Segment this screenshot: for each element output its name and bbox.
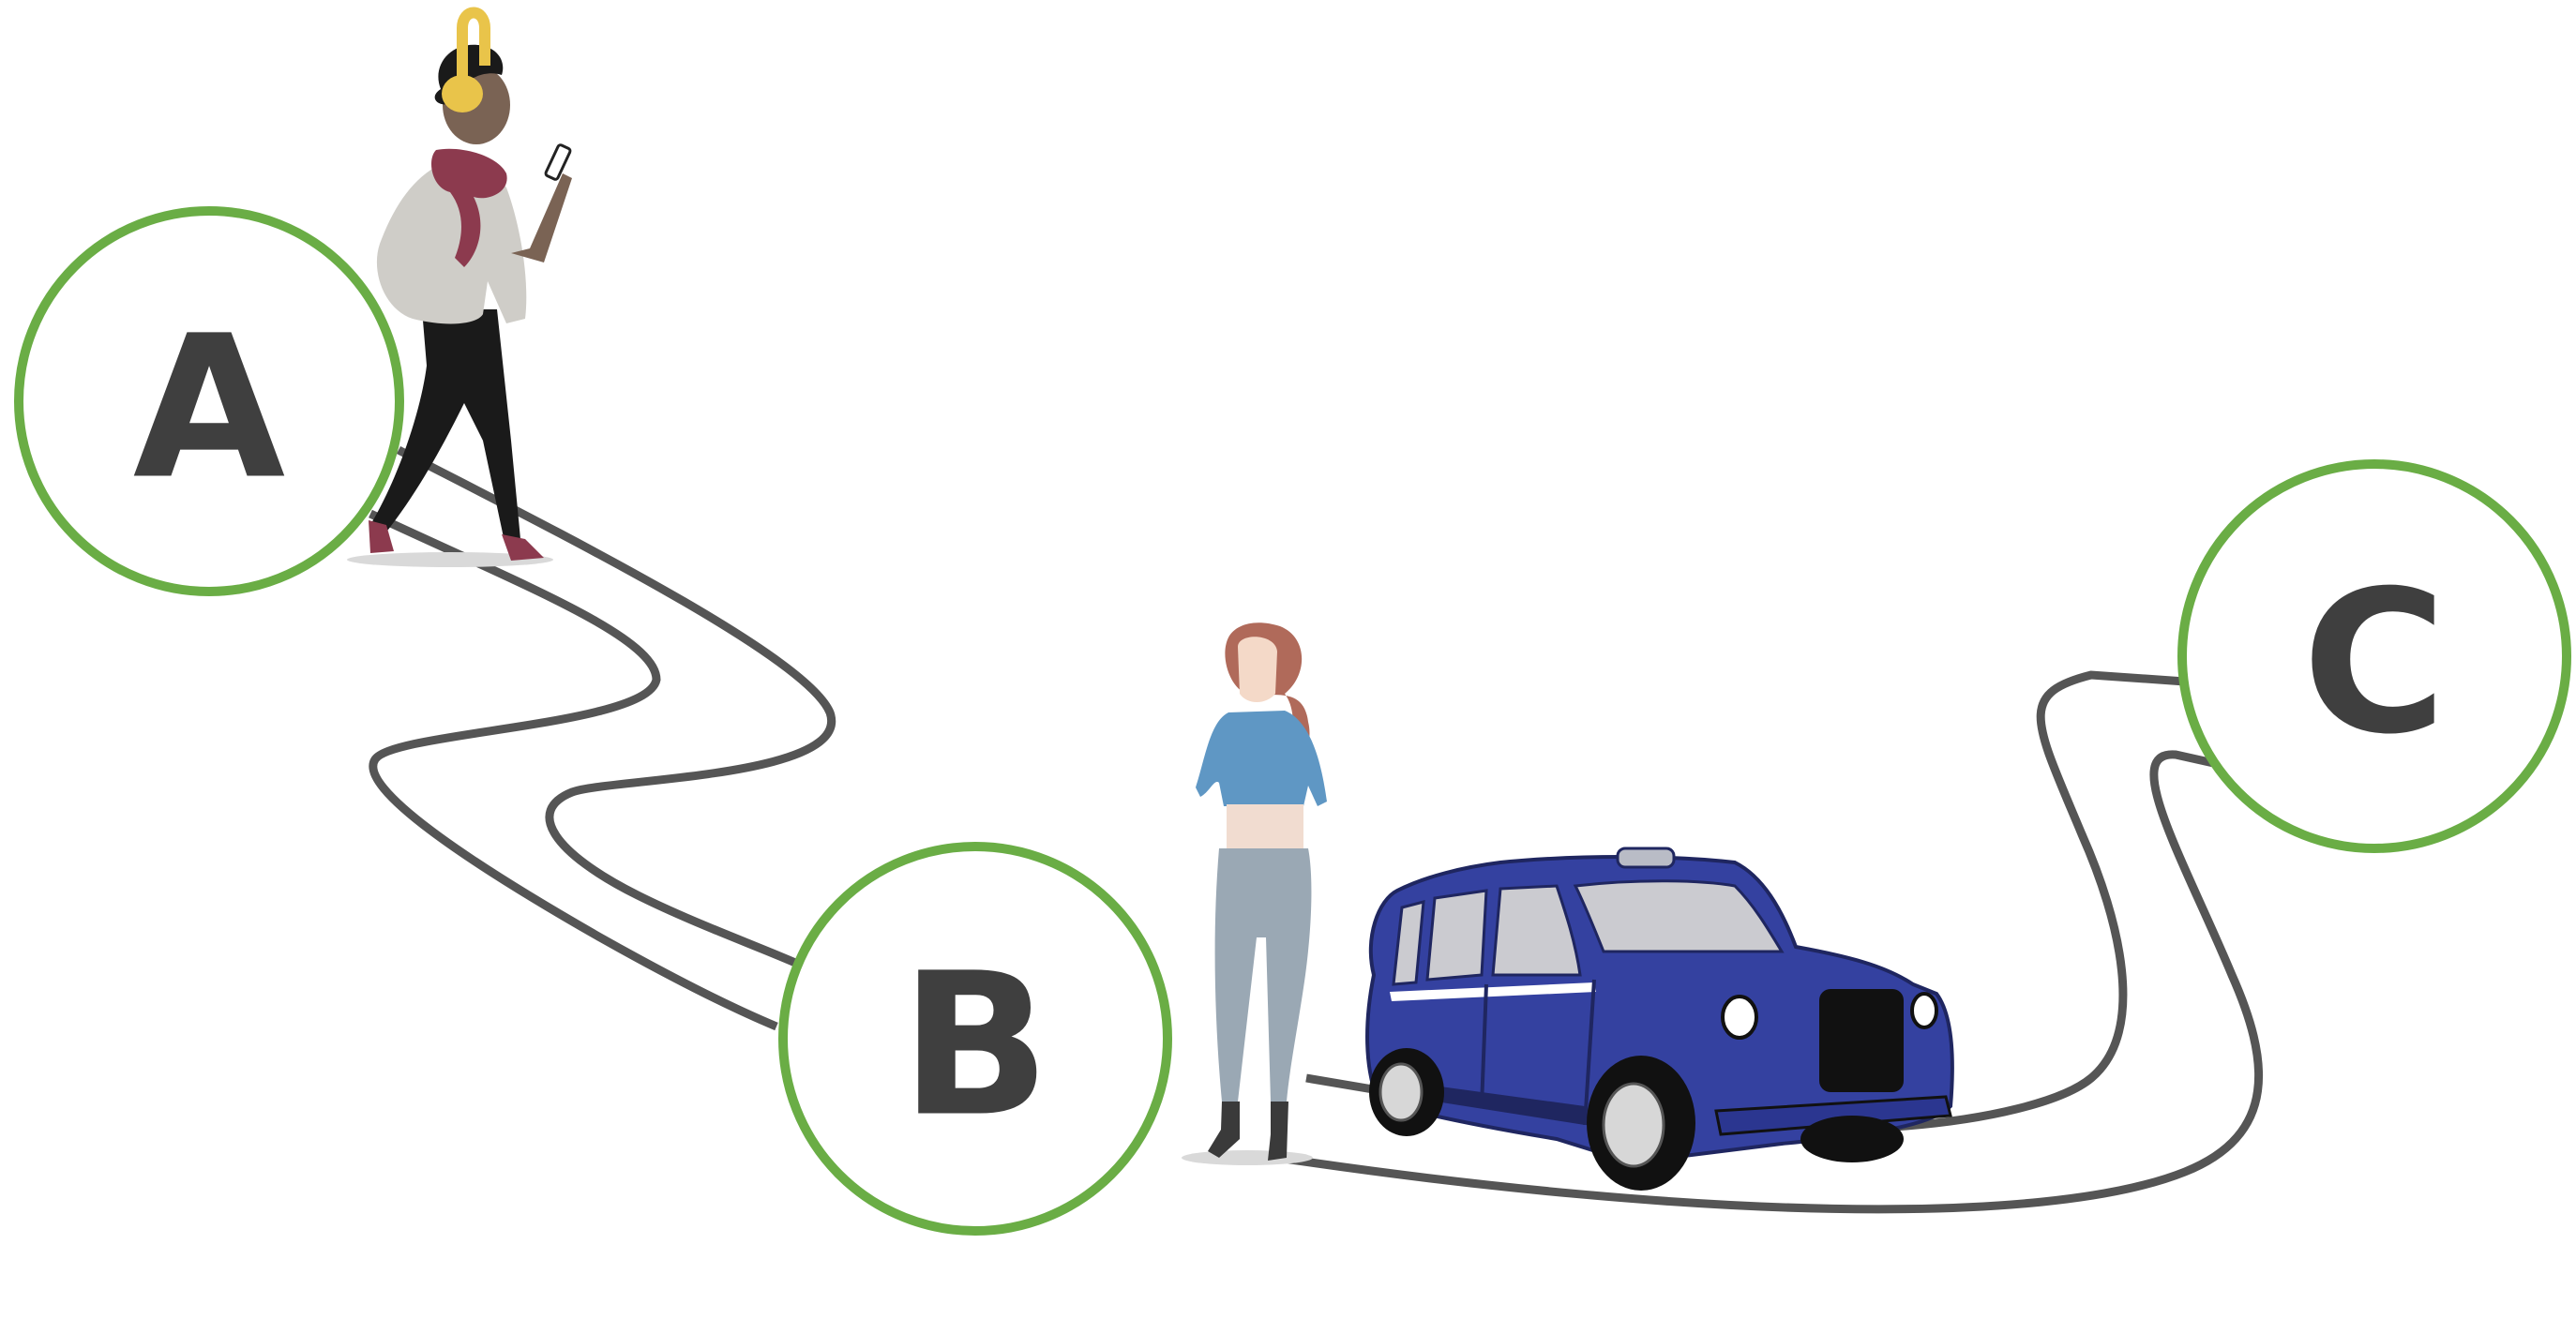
taxi-roof-sign [1616, 847, 1676, 869]
midriff [1227, 804, 1303, 849]
node-a: A [14, 206, 404, 596]
taxi-headlight-left [1721, 995, 1758, 1040]
taxi-windshield [1573, 879, 1785, 953]
path-a-to-b-lower [369, 509, 778, 1031]
taxi-stripe [1390, 982, 1596, 1001]
path-b-to-c-inner [1305, 670, 2186, 1132]
legs [370, 309, 520, 542]
coat [376, 162, 527, 324]
node-c-label: C [2302, 548, 2447, 778]
shoe-back [369, 520, 394, 553]
node-a-label: A [133, 293, 286, 523]
standing-woman-illustration [1182, 622, 1327, 1165]
face [1238, 637, 1277, 702]
headphone-cup [442, 75, 483, 112]
taxi-rear-wheel [1369, 1048, 1444, 1136]
shadow [347, 552, 553, 567]
arm [511, 173, 572, 262]
taxi-front-wheel [1587, 1056, 1695, 1191]
scarf [431, 148, 507, 267]
trousers [1214, 848, 1312, 1102]
taxi-rear-side-window [1425, 889, 1488, 982]
node-b-ring [778, 842, 1172, 1236]
shadow [1182, 1150, 1313, 1165]
path-b-to-c-outer [1277, 750, 2264, 1214]
node-b-label: B [900, 931, 1050, 1161]
walking-woman-illustration [347, 7, 572, 567]
node-c: C [2177, 459, 2571, 853]
sweater [1196, 711, 1327, 806]
taxi-grille [1819, 989, 1904, 1092]
boots [1208, 1102, 1288, 1161]
taxi-bumper [1714, 1095, 1952, 1136]
headphones-icon [457, 7, 490, 84]
taxi-door-lines [1480, 979, 1596, 1126]
phone-icon [544, 143, 572, 181]
taxi-headlight-right [1910, 992, 1938, 1029]
taxi-front-side-window [1491, 884, 1582, 977]
node-b: B [778, 842, 1172, 1236]
taxi-illustration [1365, 847, 1954, 1191]
taxi-far-wheel [1800, 1116, 1904, 1162]
path-a-to-b-upper [396, 445, 836, 970]
node-a-ring [14, 206, 404, 596]
taxi-rear-window [1392, 900, 1425, 986]
node-c-ring [2177, 459, 2571, 853]
route-paths [369, 445, 2264, 1214]
shoe-front [502, 534, 544, 561]
